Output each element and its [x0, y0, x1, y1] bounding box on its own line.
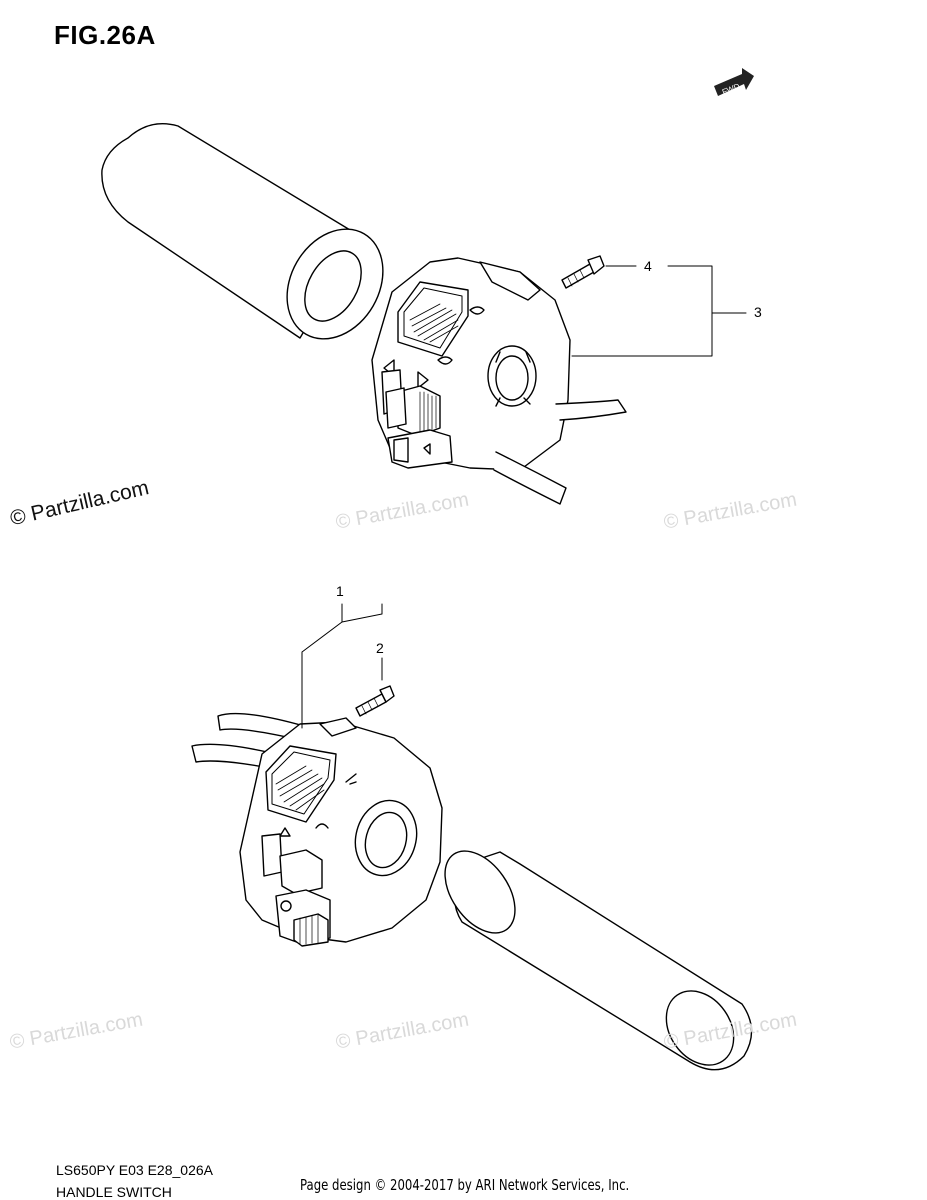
right-grip-bottom — [444, 850, 753, 1071]
leader-lines-top — [571, 265, 747, 357]
screw-part-4 — [561, 255, 605, 289]
callout-3: 3 — [754, 304, 762, 320]
callout-4: 4 — [644, 258, 652, 274]
model-code: LS650PY E03 E28_026A — [56, 1162, 213, 1178]
callout-2: 2 — [376, 640, 384, 656]
figure-title: FIG.26A — [54, 20, 156, 50]
callout-1: 1 — [336, 583, 344, 599]
fwd-arrow-icon: FWD — [712, 66, 756, 100]
left-handle-switch-housing — [191, 712, 443, 947]
copyright-text: Page design © 2004-2017 by ARI Network S… — [300, 1176, 630, 1194]
left-grip-top — [101, 123, 384, 340]
right-handle-switch-housing — [371, 257, 627, 505]
leader-lines-bottom — [301, 603, 383, 729]
part-name: HANDLE SWITCH — [56, 1184, 172, 1200]
screw-part-2 — [355, 685, 395, 717]
